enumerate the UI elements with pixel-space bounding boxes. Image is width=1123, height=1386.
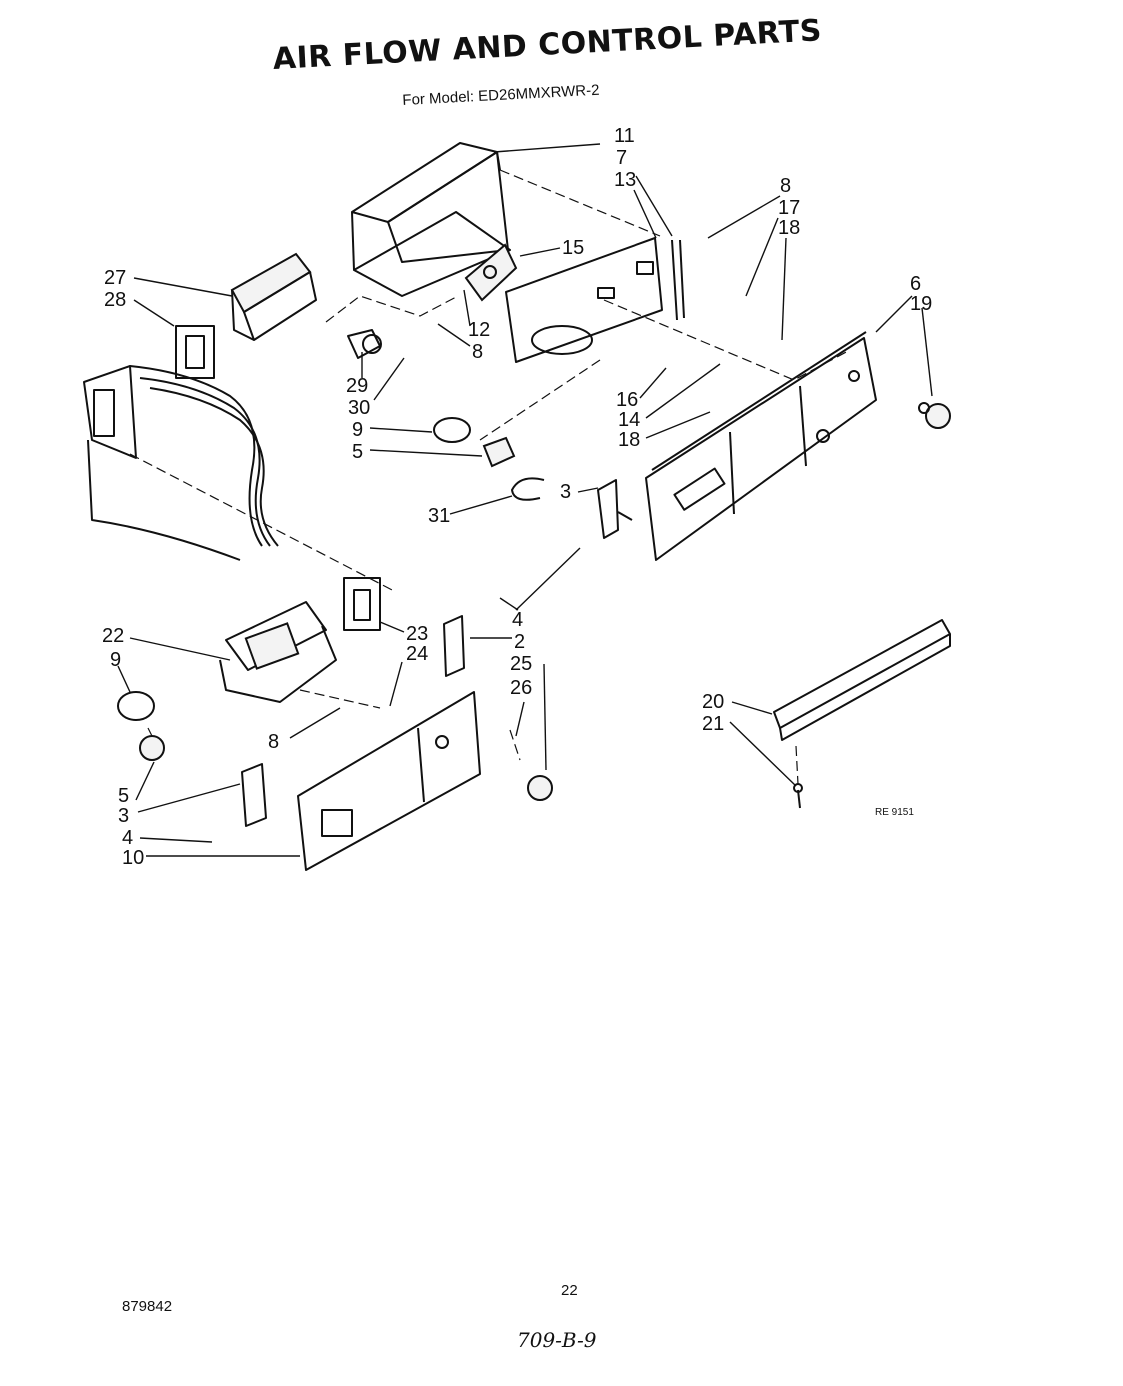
screw-21 xyxy=(793,783,803,809)
knob-25 xyxy=(527,775,553,801)
gasket-23 xyxy=(343,577,381,631)
callout-16: 16 xyxy=(616,389,638,411)
callout-19: 19 xyxy=(910,293,932,315)
control-housing-22 xyxy=(219,601,337,703)
document-number: 879842 xyxy=(122,1298,173,1315)
callout-18: 18 xyxy=(618,429,640,451)
gasket-28 xyxy=(175,325,215,379)
callout-3: 3 xyxy=(560,481,571,503)
callout-9: 9 xyxy=(110,649,121,671)
trim-strip-20 xyxy=(773,619,951,741)
damper-bracket xyxy=(505,237,685,363)
lower-control-panel xyxy=(297,691,481,871)
page-number: 22 xyxy=(561,1282,578,1299)
knob-19 xyxy=(918,402,951,429)
callout-2: 2 xyxy=(514,631,525,653)
callout-30: 30 xyxy=(348,397,370,419)
callout-12: 12 xyxy=(468,319,490,341)
callout-3: 3 xyxy=(118,805,129,827)
callout-23: 23 xyxy=(406,623,428,645)
lamp-bulb-upper xyxy=(433,417,516,468)
callout-28: 28 xyxy=(104,289,126,311)
callout-8: 8 xyxy=(268,731,279,753)
callout-22: 22 xyxy=(102,625,124,647)
callout-24: 24 xyxy=(406,643,428,665)
callout-9: 9 xyxy=(352,419,363,441)
callout-6: 6 xyxy=(910,273,921,295)
lamp-bulb-lower xyxy=(117,691,165,761)
callout-5: 5 xyxy=(352,441,363,463)
diagram-code: RE 9151 xyxy=(875,807,914,818)
parts-drawing xyxy=(83,142,951,871)
upper-control-panel xyxy=(645,331,877,561)
callout-26: 26 xyxy=(510,677,532,699)
callout-13: 13 xyxy=(614,169,636,191)
callout-4: 4 xyxy=(512,609,523,631)
light-socket-29 xyxy=(347,329,382,359)
callout-17: 17 xyxy=(778,197,800,219)
bracket-3-lower xyxy=(241,763,267,827)
callout-14: 14 xyxy=(618,409,640,431)
callout-21: 21 xyxy=(702,713,724,735)
callout-8: 8 xyxy=(472,341,483,363)
callout-18: 18 xyxy=(778,217,800,239)
handwritten-note: 709-B-9 xyxy=(517,1328,597,1352)
callout-25: 25 xyxy=(510,653,532,675)
control-housing-27 xyxy=(230,252,317,341)
callout-5: 5 xyxy=(118,785,129,807)
callout-4: 4 xyxy=(122,827,133,849)
callout-31: 31 xyxy=(428,505,450,527)
assembly-lines xyxy=(129,169,851,785)
bracket-3-upper xyxy=(597,479,633,539)
clip-31 xyxy=(511,477,545,501)
callout-7: 7 xyxy=(616,147,627,169)
damper-motor xyxy=(464,243,518,302)
callout-leader-lines xyxy=(117,143,933,857)
callout-10: 10 xyxy=(122,847,144,869)
bracket-2 xyxy=(443,615,465,677)
callout-8: 8 xyxy=(780,175,791,197)
callout-20: 20 xyxy=(702,691,724,713)
callout-29: 29 xyxy=(346,375,368,397)
freezer-liner xyxy=(83,365,279,561)
callout-11: 11 xyxy=(614,125,635,147)
callout-27: 27 xyxy=(104,267,126,289)
callout-15: 15 xyxy=(562,237,584,259)
